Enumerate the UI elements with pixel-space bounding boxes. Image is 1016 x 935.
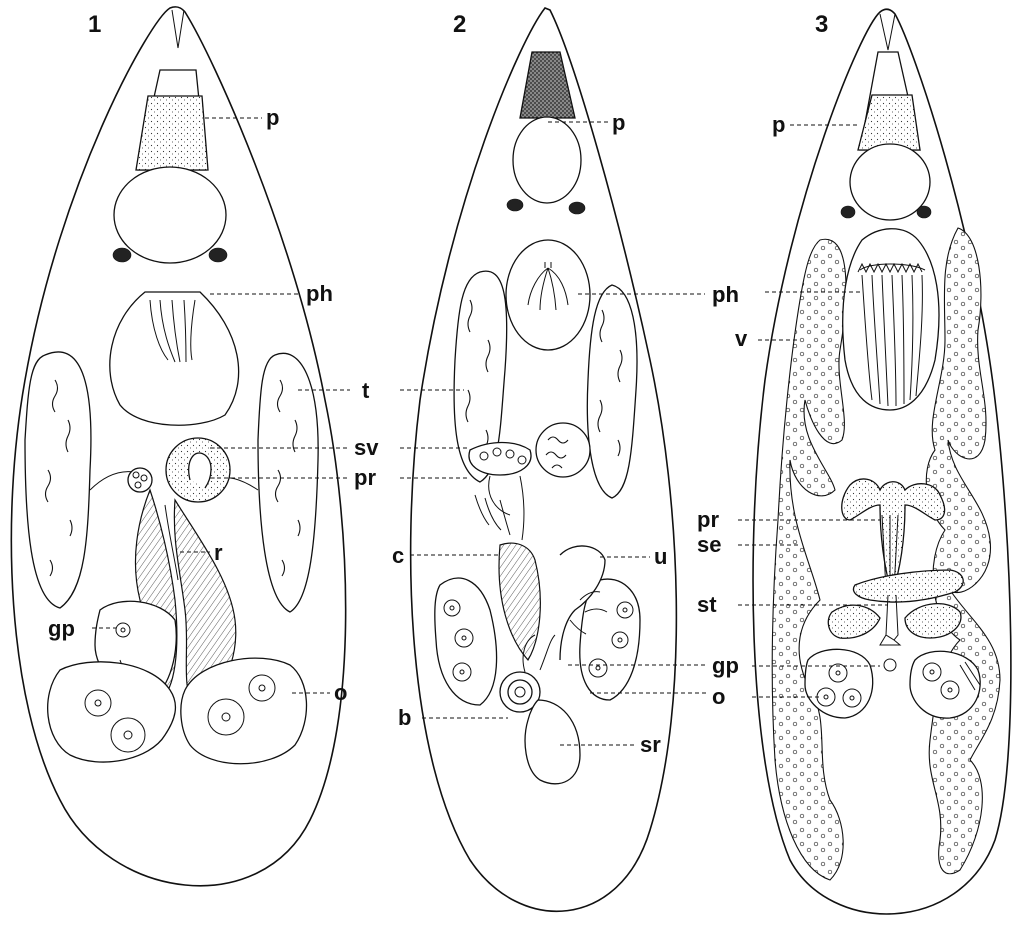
figure-3-copulatory-apparatus (828, 479, 963, 671)
figure-1-label-r: r (214, 540, 223, 565)
figure-1-label-o: o (334, 680, 347, 705)
figure-2-proboscis (507, 52, 585, 214)
figure-3-label-pr: pr (697, 507, 719, 532)
figure-3-label-o: o (712, 684, 725, 709)
figure-1-label-sv: sv (354, 435, 379, 460)
figure-3-label-st: st (697, 592, 717, 617)
figure-1-proboscis (113, 70, 227, 263)
figure-3-anterior-notch (880, 14, 895, 50)
figure-2-shared-labels: t sv pr gp o (354, 378, 739, 709)
figure-2-label-sr: sr (640, 732, 661, 757)
figure-3-proboscis (841, 52, 931, 220)
figure-1-number: 1 (88, 11, 101, 38)
figure-1-label-pr: pr (354, 465, 376, 490)
figure-2-number: 2 (453, 11, 466, 38)
figure-2-label-c: c (392, 543, 404, 568)
figure-3-label-ph: ph (712, 282, 739, 307)
figure-1-label-ph: ph (306, 281, 333, 306)
figure-1-label-p: p (266, 105, 279, 130)
figure-3-pharynx (843, 229, 939, 410)
figure-2-label-u: u (654, 544, 667, 569)
figure-3: 3 (697, 9, 1011, 914)
figure-3-label-gp: gp (712, 653, 739, 678)
figure-2-pharynx (506, 240, 590, 350)
figure-2-label-b: b (398, 705, 411, 730)
figure-1-pharynx (110, 292, 239, 425)
figure-1-anterior-notch (172, 10, 184, 48)
figure-1-label-t: t (362, 378, 370, 403)
figure-3-label-v: v (735, 326, 748, 351)
figure-2: 2 (392, 8, 739, 911)
figure-1-label-gp: gp (48, 616, 75, 641)
figure-3-label-p: p (772, 112, 785, 137)
figure-2-label-p: p (612, 110, 625, 135)
figure-3-number: 3 (815, 11, 828, 38)
figure-1: 1 (11, 7, 379, 886)
figure-3-label-se: se (697, 532, 721, 557)
figure-1-ovaries (48, 658, 307, 764)
